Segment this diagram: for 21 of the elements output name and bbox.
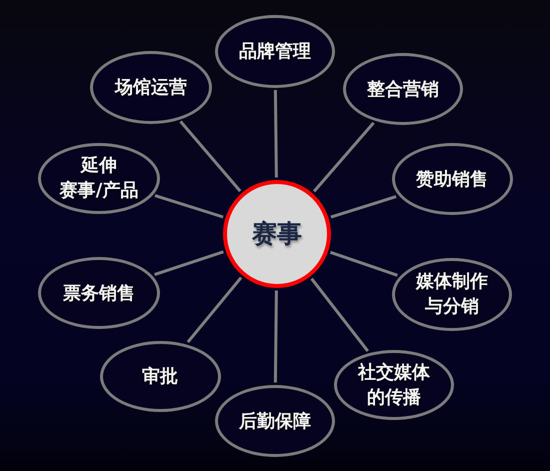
connector-line bbox=[330, 195, 397, 219]
node-label: 审批 bbox=[142, 364, 178, 388]
node-label: 票务销售 bbox=[63, 282, 135, 306]
node-label: 品牌管理 bbox=[239, 40, 311, 64]
connector-line bbox=[330, 250, 398, 277]
node-label: 社交媒体的传播 bbox=[358, 361, 430, 410]
connector-line bbox=[179, 120, 242, 192]
connector-line bbox=[186, 276, 242, 344]
connector-line bbox=[274, 290, 278, 383]
connector-line bbox=[274, 90, 278, 178]
connector-line bbox=[154, 194, 224, 218]
connector-line bbox=[154, 250, 224, 276]
connector-line bbox=[312, 122, 375, 192]
node-label: 赛事 bbox=[252, 219, 302, 249]
connector-line bbox=[310, 278, 369, 352]
node-label: 后勤保障 bbox=[239, 410, 311, 434]
node-label: 媒体制作与分销 bbox=[416, 270, 488, 319]
node-label: 场馆运营 bbox=[115, 76, 187, 100]
node-label: 赞助销售 bbox=[416, 168, 488, 192]
node-label: 延伸赛事/产品 bbox=[60, 154, 138, 203]
node-label: 整合营销 bbox=[367, 78, 439, 102]
